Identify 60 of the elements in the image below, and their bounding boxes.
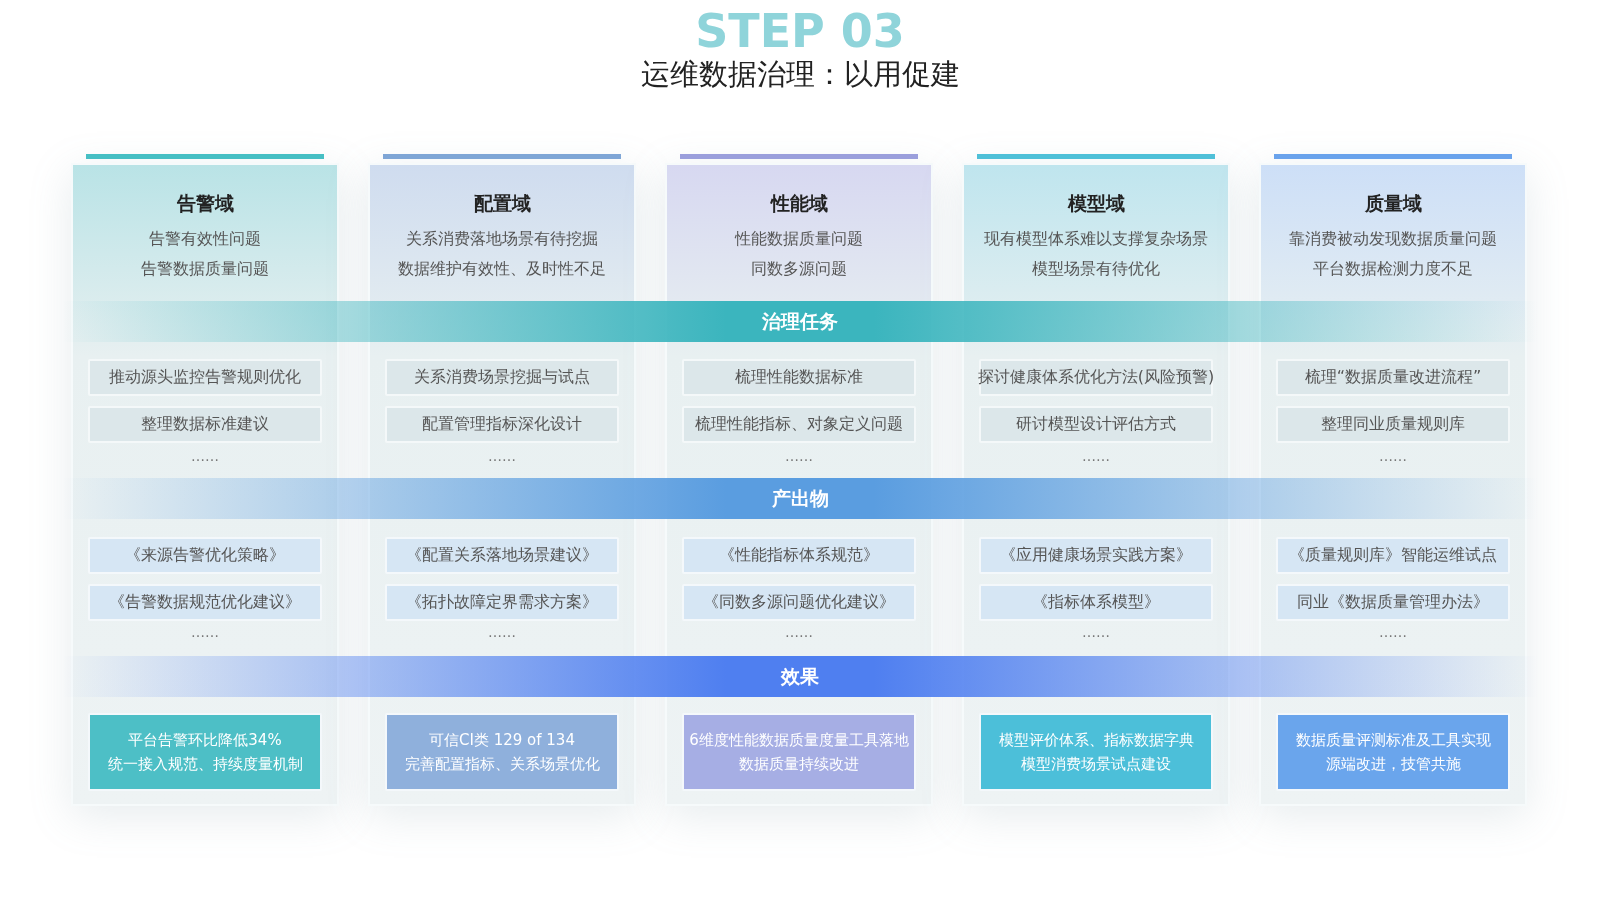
result-box: 平台告警环比降低34% 统一接入规范、持续度量机制 [88, 713, 322, 791]
column-heading: 告警域 [175, 191, 235, 216]
ellipsis: …… [190, 623, 220, 641]
column-heading: 配置域 [472, 191, 532, 216]
task-box: 推动源头监控告警规则优化 [88, 359, 322, 396]
output-box: 《拓扑故障定界需求方案》 [385, 584, 619, 621]
task-box: 整理数据标准建议 [88, 406, 322, 443]
problem-text: 同数多源问题 [750, 259, 848, 280]
band-title: 产出物 [771, 485, 829, 511]
output-box: 《性能指标体系规范》 [682, 537, 916, 574]
output-box: 《告警数据规范优化建议》 [88, 584, 322, 621]
band-title: 治理任务 [762, 308, 838, 334]
ellipsis: …… [487, 447, 517, 465]
output-box: 同业《数据质量管理办法》 [1276, 584, 1510, 621]
task-box: 探讨健康体系优化方法(风险预警) [979, 359, 1213, 396]
result-box: 模型评价体系、指标数据字典 模型消费场景试点建设 [979, 713, 1213, 791]
step-number: STEP 03 [694, 6, 906, 56]
task-box: 配置管理指标深化设计 [385, 406, 619, 443]
result-box: 6维度性能数据质量度量工具落地 数据质量持续改进 [682, 713, 916, 791]
ellipsis: …… [1378, 623, 1408, 641]
output-box: 《配置关系落地场景建议》 [385, 537, 619, 574]
task-box: 关系消费场景挖掘与试点 [385, 359, 619, 396]
task-box: 梳理“数据质量改进流程” [1276, 359, 1510, 396]
task-box: 整理同业质量规则库 [1276, 406, 1510, 443]
column-heading: 模型域 [1066, 191, 1126, 216]
column-card [71, 163, 339, 806]
problem-text: 数据维护有效性、及时性不足 [397, 259, 607, 280]
column-card [368, 163, 636, 806]
ellipsis: …… [1378, 447, 1408, 465]
output-box: 《应用健康场景实践方案》 [979, 537, 1213, 574]
problem-text: 现有模型体系难以支撑复杂场景 [983, 229, 1209, 250]
ellipsis: …… [487, 623, 517, 641]
problem-text: 性能数据质量问题 [733, 229, 864, 250]
task-box: 梳理性能指标、对象定义问题 [682, 406, 916, 443]
problem-text: 平台数据检测力度不足 [1312, 259, 1474, 280]
ellipsis: …… [784, 623, 814, 641]
column-card [962, 163, 1230, 806]
ellipsis: …… [190, 447, 220, 465]
result-box: 可信CI类 129 of 134 完善配置指标、关系场景优化 [385, 713, 619, 791]
title: 运维数据治理：以用促建 [639, 56, 961, 92]
column-card [1259, 163, 1527, 806]
output-box: 《来源告警优化策略》 [88, 537, 322, 574]
output-box: 《同数多源问题优化建议》 [682, 584, 916, 621]
task-box: 研讨模型设计评估方式 [979, 406, 1213, 443]
output-box: 《质量规则库》智能运维试点 [1276, 537, 1510, 574]
task-box: 梳理性能数据标准 [682, 359, 916, 396]
ellipsis: …… [1081, 623, 1111, 641]
output-box: 《指标体系模型》 [979, 584, 1213, 621]
result-box: 数据质量评测标准及工具实现 源端改进，技管共施 [1276, 713, 1510, 791]
problem-text: 告警有效性问题 [148, 229, 262, 250]
column-heading: 质量域 [1363, 191, 1423, 216]
problem-text: 关系消费落地场景有待挖掘 [405, 229, 599, 250]
band-title: 效果 [781, 663, 819, 689]
column-card [665, 163, 933, 806]
problem-text: 靠消费被动发现数据质量问题 [1288, 229, 1498, 250]
problem-text: 模型场景有待优化 [1031, 259, 1161, 280]
column-heading: 性能域 [769, 191, 829, 216]
problem-text: 告警数据质量问题 [140, 259, 270, 280]
ellipsis: …… [784, 447, 814, 465]
ellipsis: …… [1081, 447, 1111, 465]
